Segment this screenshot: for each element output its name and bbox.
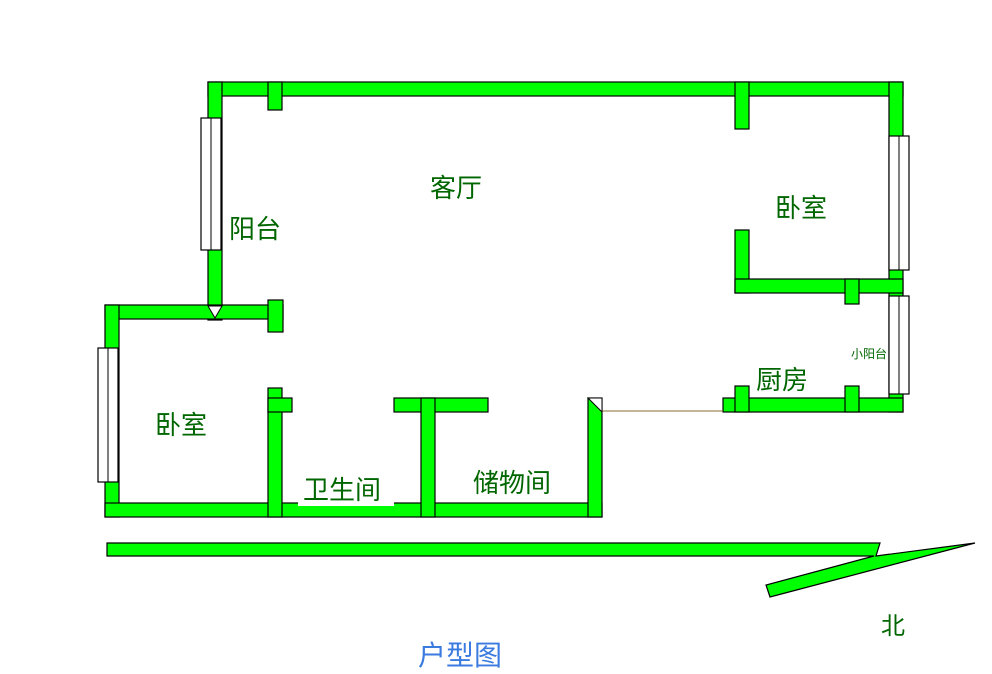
wall-bath-storage: [420, 397, 436, 518]
north-label: 北: [881, 612, 905, 640]
door-marker-storage: [586, 397, 603, 414]
floor-plan-drawing: [97, 81, 976, 598]
room-label-balcony: 阳台: [229, 215, 282, 245]
room-label-storage: 储物间: [473, 469, 552, 499]
wall-top: [207, 81, 904, 97]
wall-east-bedroom-upper: [734, 81, 750, 130]
window-bath: [298, 500, 394, 506]
wall-kitchen-stub-left: [734, 385, 750, 413]
wall-east-bedroom-bottom: [734, 278, 904, 294]
room-label-bathroom: 卫生间: [303, 476, 382, 506]
room-label-kitchen: 厨房: [756, 366, 809, 396]
wall-balcony-stub: [267, 299, 284, 333]
wall-east-stub: [844, 278, 860, 305]
wall-bath-stub: [267, 397, 293, 413]
wall-top-stub: [267, 81, 283, 111]
room-label-bedroom-east: 卧室: [775, 194, 828, 224]
north-arrow: [106, 542, 976, 598]
room-label-living: 客厅: [430, 174, 483, 204]
wall-bath-storage-top: [393, 397, 489, 413]
wall-west-bedroom-top: [104, 304, 284, 320]
room-label-small-balcony: 小阳台: [851, 347, 888, 361]
wall-kitchen-bottom: [722, 397, 904, 413]
plan-caption: 户型图: [418, 639, 503, 672]
wall-kitchen-stub-right: [844, 385, 860, 413]
wall-bedroom-bath: [267, 387, 283, 518]
door-marker-balcony: [207, 305, 223, 319]
wall-storage-right: [587, 397, 603, 518]
room-label-bedroom-west: 卧室: [155, 411, 208, 441]
